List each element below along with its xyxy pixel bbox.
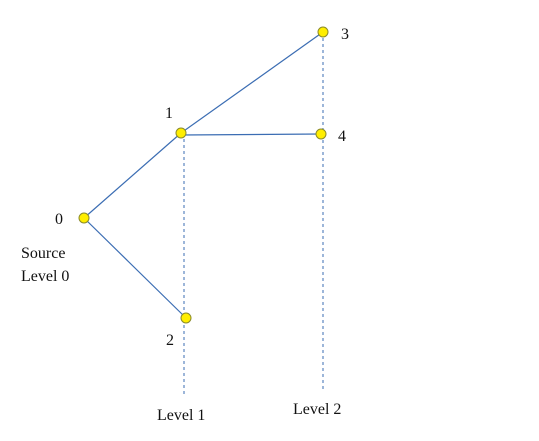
edge-1-4	[180, 133, 322, 136]
edge-0-1	[83, 132, 182, 219]
edge-1-3	[180, 31, 324, 134]
node-1	[175, 127, 187, 139]
node-0	[78, 212, 90, 224]
node-0-label: 0	[55, 211, 63, 228]
node-4-label: 4	[338, 128, 346, 145]
source-level-label: Level 0	[21, 268, 69, 285]
node-1-label: 1	[165, 105, 173, 122]
node-2-label: 2	[166, 332, 174, 349]
edge-0-2	[83, 217, 187, 319]
node-4	[315, 128, 327, 140]
level-1-label: Level 1	[157, 407, 205, 424]
node-3	[317, 26, 329, 38]
source-label: Source	[21, 245, 65, 262]
node-3-label: 3	[341, 26, 349, 43]
node-2	[180, 312, 192, 324]
level-2-label: Level 2	[293, 401, 341, 418]
